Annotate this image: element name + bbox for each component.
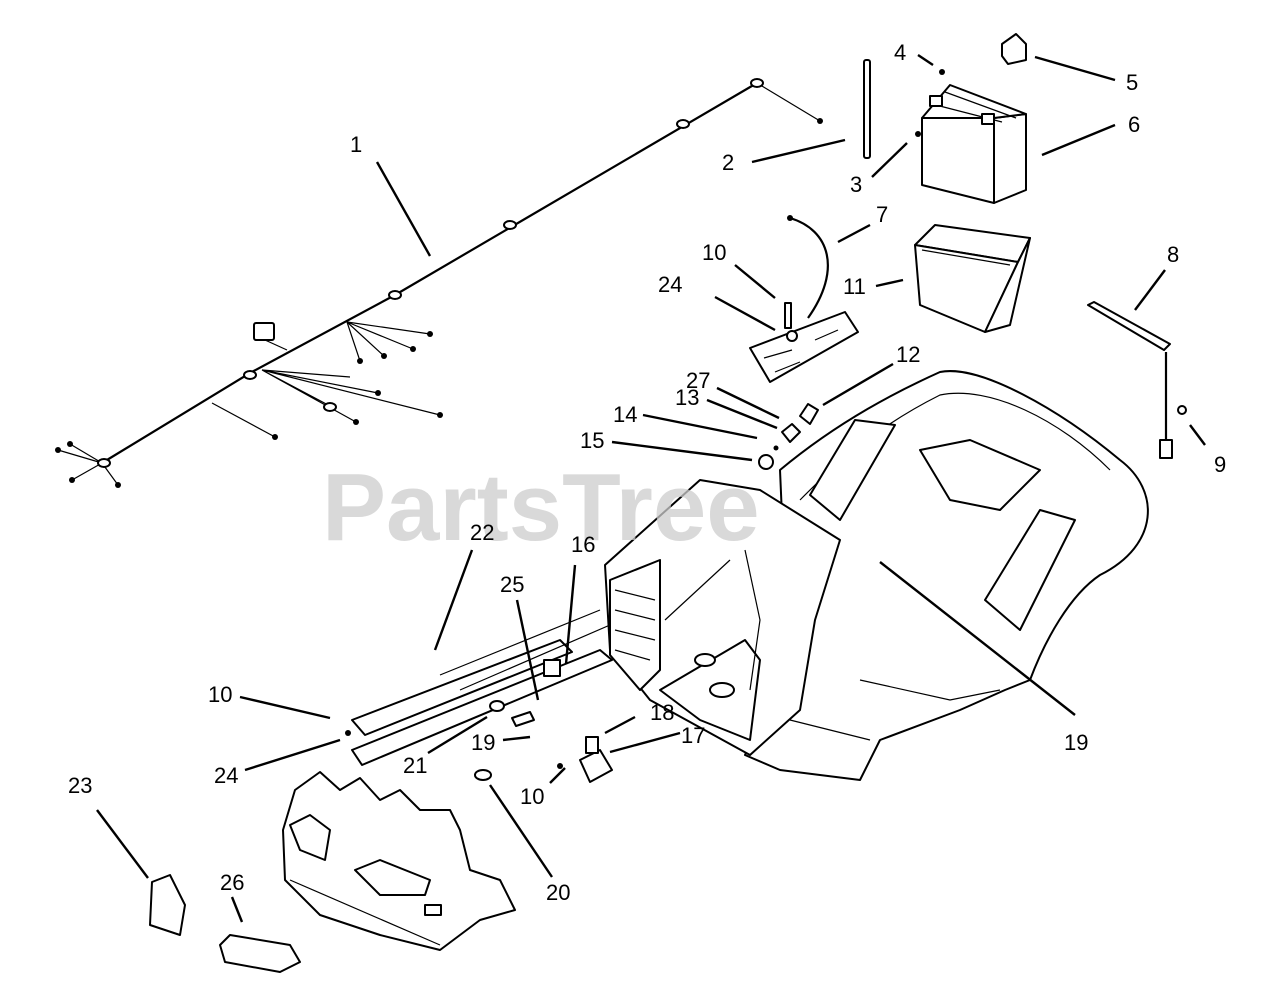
callout-10-upper: 10 — [702, 240, 726, 265]
front-nose — [282, 771, 516, 951]
callout-20: 20 — [546, 880, 570, 905]
watermark: PartsTree — [322, 454, 760, 561]
body-pan — [744, 370, 1149, 781]
callout-9: 9 — [1214, 452, 1226, 477]
callout-4: 4 — [894, 40, 906, 65]
callout-13: 13 — [675, 385, 699, 410]
callout-26: 26 — [220, 870, 244, 895]
callout-12: 12 — [896, 342, 920, 367]
callout-11: 11 — [843, 274, 866, 299]
battery-cable — [787, 215, 829, 319]
callout-10-lower: 10 — [520, 784, 544, 809]
callout-22: 22 — [470, 520, 494, 545]
terminal-hardware — [915, 69, 945, 137]
callout-6: 6 — [1128, 112, 1140, 137]
battery-box — [914, 224, 1031, 333]
callout-25: 25 — [500, 572, 524, 597]
battery — [921, 84, 1027, 204]
callout-17: 17 — [681, 723, 705, 748]
callout-18: 18 — [650, 700, 674, 725]
callout-2: 2 — [722, 150, 734, 175]
callout-19-lower: 19 — [471, 730, 495, 755]
switch-assembly — [579, 736, 613, 783]
callout-21: 21 — [403, 753, 427, 778]
mounting-bracket-upper — [749, 302, 859, 383]
callout-19-body: 19 — [1064, 730, 1088, 755]
callout-10-middle: 10 — [208, 682, 232, 707]
callout-1: 1 — [350, 132, 362, 157]
callout-3: 3 — [850, 172, 862, 197]
lower-bracket — [345, 609, 613, 781]
callout-24-lower: 24 — [214, 763, 238, 788]
dash-console — [604, 479, 841, 756]
fuel-sender — [1087, 301, 1187, 459]
callout-14: 14 — [613, 402, 637, 427]
callout-5: 5 — [1126, 70, 1138, 95]
battery-hold-down-rod — [863, 59, 871, 159]
leader-lines — [96, 54, 1206, 923]
headlight-lens-left — [149, 874, 186, 936]
battery-terminal-cover — [1001, 33, 1027, 65]
wiring-harness — [55, 78, 823, 488]
callout-numbers: 1 2 3 4 5 6 7 8 9 10 11 12 13 14 15 16 1… — [68, 40, 1226, 905]
ignition-switch-parts — [758, 403, 819, 470]
callout-15: 15 — [580, 428, 604, 453]
callout-16: 16 — [571, 532, 595, 557]
callout-7: 7 — [876, 202, 888, 227]
callout-24-upper: 24 — [658, 272, 682, 297]
callout-8: 8 — [1167, 242, 1179, 267]
headlight-lens-right — [219, 934, 301, 973]
callout-27: 27 — [686, 368, 710, 393]
callout-23: 23 — [68, 773, 92, 798]
